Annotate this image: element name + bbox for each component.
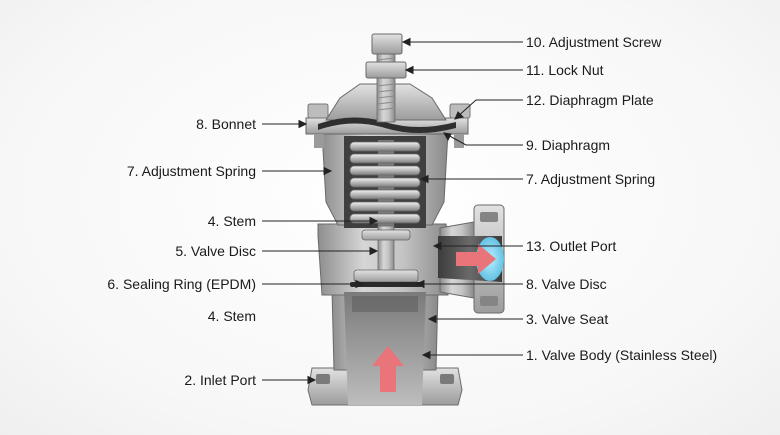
label-adjustment-screw: 10. Adjustment Screw [526, 34, 662, 50]
label-stem-upper: 4. Stem [207, 213, 256, 229]
label-adjustment-spring-left: 7. Adjustment Spring [126, 163, 256, 179]
leader-lines [262, 37, 523, 385]
label-valve-body: 1. Valve Body (Stainless Steel) [526, 347, 718, 363]
label-diaphragm-plate: 12. Diaphragm Plate [526, 92, 654, 108]
label-stem-lower: 4. Stem [207, 308, 256, 324]
sealing-ring [350, 282, 422, 287]
label-bonnet: 8. Bonnet [196, 116, 256, 132]
label-diaphragm: 9. Diaphragm [526, 137, 611, 153]
label-valve-disc-left: 5. Valve Disc [175, 243, 256, 259]
label-lock-nut: 11. Lock Nut [526, 62, 604, 78]
adjustment-spring [349, 140, 421, 230]
label-sealing-ring: 6. Sealing Ring (EPDM) [107, 276, 256, 292]
label-inlet-port: 2. Inlet Port [184, 372, 256, 388]
valve-disc [353, 229, 419, 283]
label-valve-disc-right: 8. Valve Disc [526, 276, 607, 292]
inlet-flow-arrow [372, 346, 404, 392]
label-valve-seat: 3. Valve Seat [526, 311, 609, 327]
label-adjustment-spring-right: 7. Adjustment Spring [526, 171, 656, 187]
outlet-flow-arrow [456, 244, 496, 274]
label-outlet-port: 13. Outlet Port [526, 238, 617, 254]
lock-nut [365, 61, 407, 79]
